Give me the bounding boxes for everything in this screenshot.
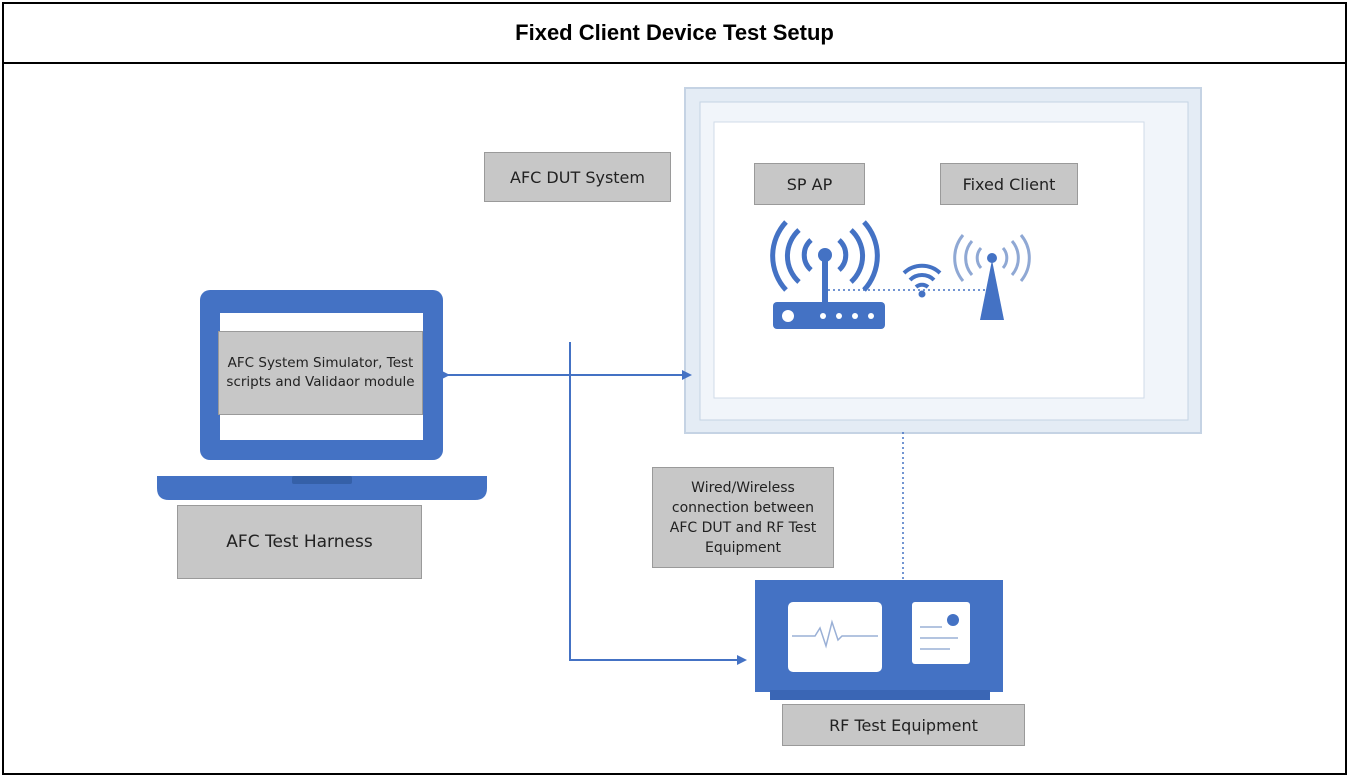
wifi-icon: [902, 263, 942, 298]
title-bar: Fixed Client Device Test Setup: [4, 4, 1345, 64]
rf-equipment-icon: [755, 580, 1003, 700]
sp-ap-label: SP AP: [754, 163, 865, 205]
harness-rf-connection: [569, 342, 747, 665]
antenna-tower-icon: [953, 234, 1031, 320]
diagram-title: Fixed Client Device Test Setup: [515, 20, 834, 45]
simulator-label: AFC System Simulator, Test scripts and V…: [218, 331, 423, 415]
afc-dut-frame: [684, 87, 1202, 434]
afc-dut-system-label: AFC DUT System: [484, 152, 671, 202]
router-icon: [770, 220, 885, 329]
rf-test-equipment-label: RF Test Equipment: [782, 704, 1025, 746]
connection-note-label: Wired/Wireless connection between AFC DU…: [652, 467, 834, 568]
fixed-client-label: Fixed Client: [940, 163, 1078, 205]
test-harness-label: AFC Test Harness: [177, 505, 422, 579]
